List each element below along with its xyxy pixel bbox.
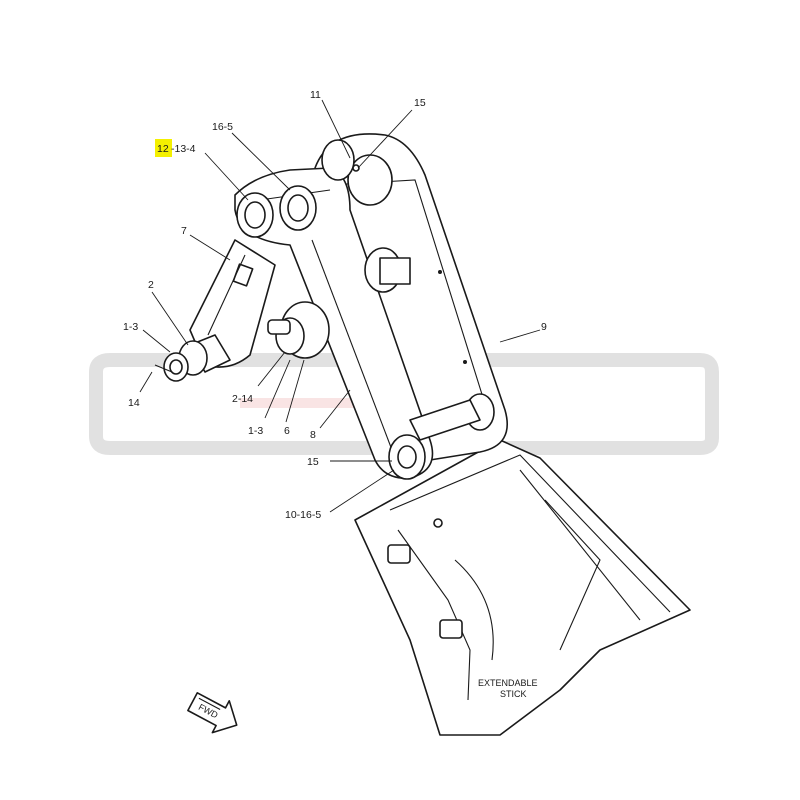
callout-1-3-mid: 1-3: [248, 425, 263, 437]
callout-10-16-5: 10-16-5: [285, 509, 321, 521]
callout-1-3-left: 1-3: [123, 321, 138, 333]
callout-8: 8: [310, 429, 316, 441]
pin-assembly-left: [154, 164, 426, 480]
callout-2-14: 2-14: [232, 393, 253, 405]
callout-6: 6: [284, 425, 290, 437]
stick-label-line2: STICK: [500, 689, 527, 699]
callouts: 11 15 16-5 12 -13-4 7 2 1-3 14 2-14 1-3 …: [123, 89, 547, 521]
extendable-stick: [354, 439, 691, 736]
fwd-arrow-icon: FWD: [187, 692, 238, 734]
stick-text: EXTENDABLE STICK: [478, 678, 538, 699]
leader-lines: [139, 99, 541, 513]
callout-15-bottom: 15: [307, 456, 319, 468]
callout-15-top: 15: [414, 97, 426, 109]
callout-14: 14: [128, 397, 140, 409]
callout-9: 9: [541, 321, 547, 333]
callout-2: 2: [148, 279, 154, 291]
cross-tubes: [321, 139, 495, 441]
highlight-12: [155, 139, 172, 157]
callout-11: 11: [310, 89, 321, 101]
link-8: [234, 167, 434, 479]
callout-7: 7: [181, 225, 187, 237]
callout-12: 12: [157, 143, 169, 155]
stick-label-line1: EXTENDABLE: [478, 678, 538, 688]
callout-16-5: 16-5: [212, 121, 233, 133]
callout-13-4: -13-4: [171, 143, 196, 155]
watermark: [89, 353, 719, 455]
